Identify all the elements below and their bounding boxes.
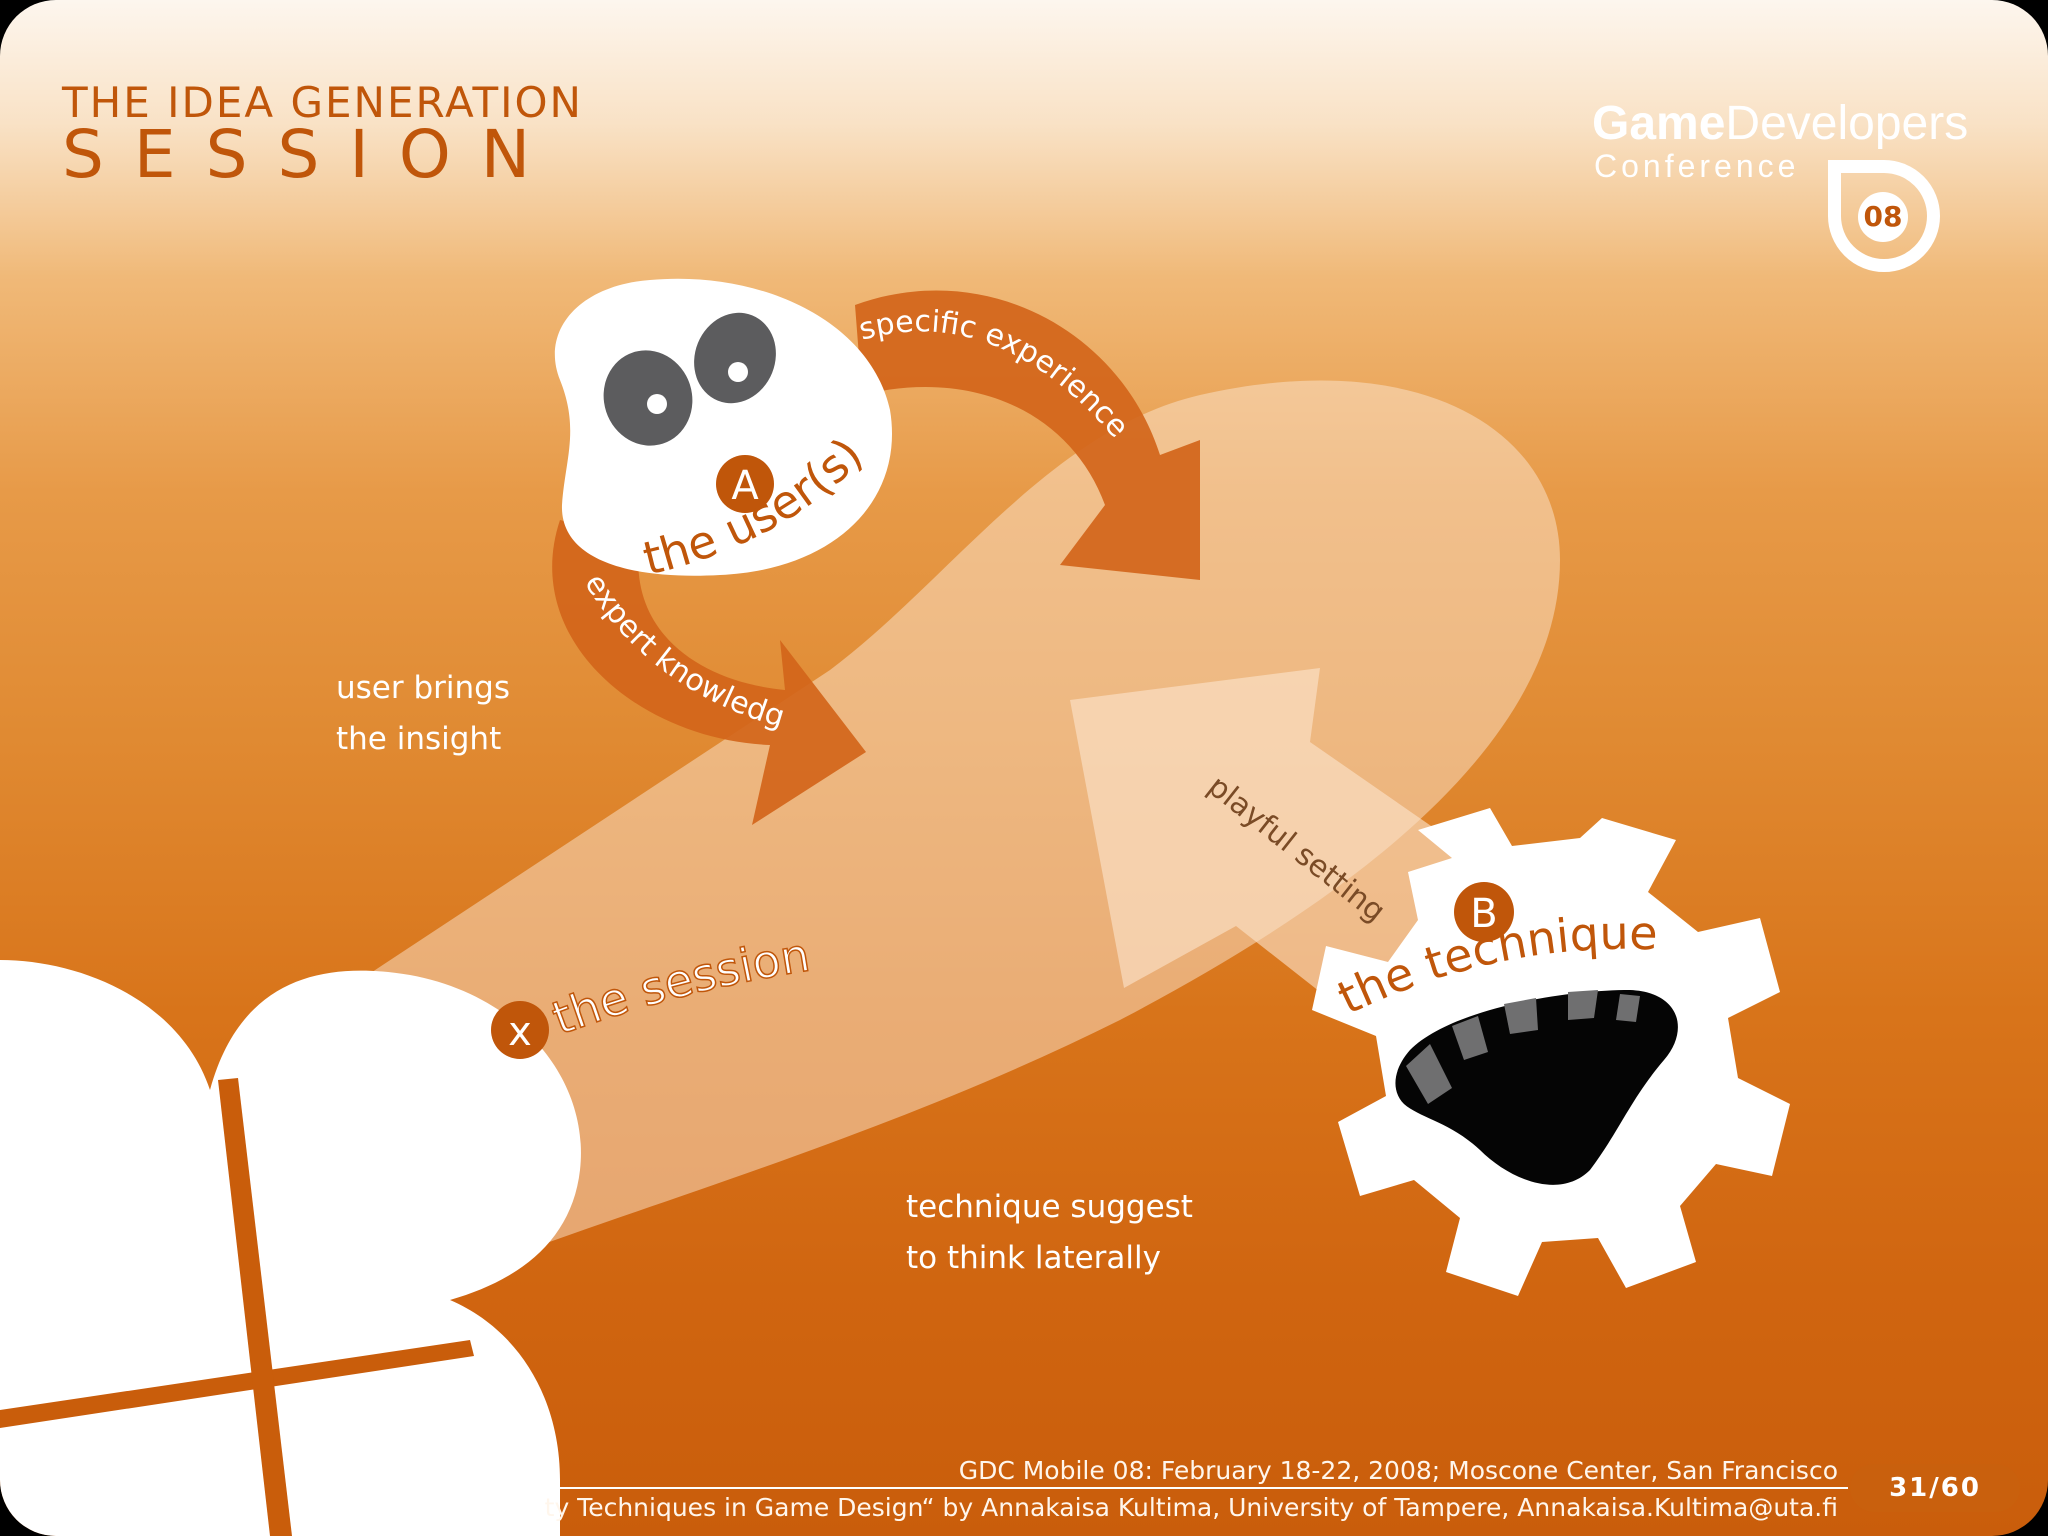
specific-experiences-arrow bbox=[855, 290, 1200, 580]
note-user-line2: the insight bbox=[336, 721, 502, 757]
gear-tooth-shade-1 bbox=[1406, 1044, 1452, 1104]
badge-a-text: A bbox=[731, 463, 759, 509]
logo-conference: Conference bbox=[1594, 148, 1800, 184]
badge-x-text: x bbox=[508, 1009, 532, 1055]
gdc-logo: GameDevelopers Conference 08 bbox=[1592, 100, 2012, 280]
note-technique: technique suggest to think laterally bbox=[906, 1182, 1193, 1284]
badge-b bbox=[1454, 882, 1514, 942]
logo-developers: Developers bbox=[1725, 97, 1969, 150]
title-line2: SESSION bbox=[62, 116, 561, 193]
right-pupil-icon bbox=[728, 362, 748, 382]
footer-rule bbox=[548, 1487, 1848, 1489]
left-eye-icon bbox=[603, 350, 693, 446]
clover-cross-horizontal bbox=[0, 1340, 474, 1428]
gear-tooth-shade-4 bbox=[1568, 990, 1598, 1020]
session-flow-band bbox=[360, 380, 1560, 1260]
right-eye-icon bbox=[694, 312, 776, 404]
footer-credit: ty Techniques in Game Design“ by Annakai… bbox=[544, 1493, 1838, 1522]
footer-event: GDC Mobile 08: February 18-22, 2008; Mos… bbox=[958, 1456, 1838, 1485]
note-tech-line1: technique suggest bbox=[906, 1189, 1193, 1225]
note-tech-line2: to think laterally bbox=[906, 1240, 1161, 1276]
gear-tooth-shade-5 bbox=[1616, 994, 1640, 1022]
badge-a bbox=[716, 455, 774, 513]
gear-tooth-shade-3 bbox=[1504, 998, 1538, 1034]
note-user-line1: user brings bbox=[336, 670, 510, 706]
playful-setting-arrow bbox=[1070, 668, 1460, 1050]
session-clover bbox=[0, 960, 581, 1536]
gear-tooth-shade-2 bbox=[1452, 1016, 1488, 1060]
badge-x bbox=[491, 1001, 549, 1059]
expert-knowledge-arrow bbox=[552, 520, 866, 825]
left-pupil-icon bbox=[647, 394, 667, 414]
note-user: user brings the insight bbox=[336, 663, 510, 765]
page-number: 31/60 bbox=[1850, 1464, 2020, 1512]
badge-b-text: B bbox=[1470, 891, 1497, 937]
logo-wordmark: GameDevelopers bbox=[1592, 100, 1968, 148]
logo-game: Game bbox=[1592, 97, 1726, 150]
clover-cross-vertical bbox=[218, 1078, 292, 1536]
title-line1: THE IDEA GENERATION bbox=[62, 78, 583, 127]
logo-year: 08 bbox=[1858, 192, 1908, 242]
